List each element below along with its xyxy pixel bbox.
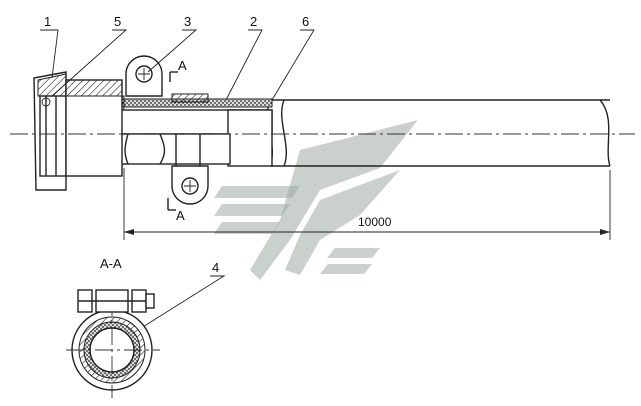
section-mark-bottom: A <box>167 198 185 223</box>
clamp-bottom <box>171 165 209 205</box>
callout-2: 2 <box>250 14 257 29</box>
callout-leaders <box>40 29 315 331</box>
section-mark-top-label: A <box>178 58 187 73</box>
fitting-nut <box>33 71 123 191</box>
section-mark-bottom-label: A <box>176 208 185 223</box>
callout-3: 3 <box>184 14 191 29</box>
section-mark-top: A <box>169 58 187 82</box>
callout-4: 4 <box>212 260 219 275</box>
seal-ring <box>41 97 51 107</box>
section-title: A-A <box>100 256 122 271</box>
dimension-length: 10000 <box>123 168 611 240</box>
callout-5: 5 <box>114 14 121 29</box>
watermark-logo-icon <box>214 120 418 280</box>
callout-1: 1 <box>44 14 51 29</box>
clamp-top <box>125 55 163 97</box>
dimension-length-text: 10000 <box>358 215 392 229</box>
section-view <box>66 289 160 398</box>
callout-6: 6 <box>302 14 309 29</box>
